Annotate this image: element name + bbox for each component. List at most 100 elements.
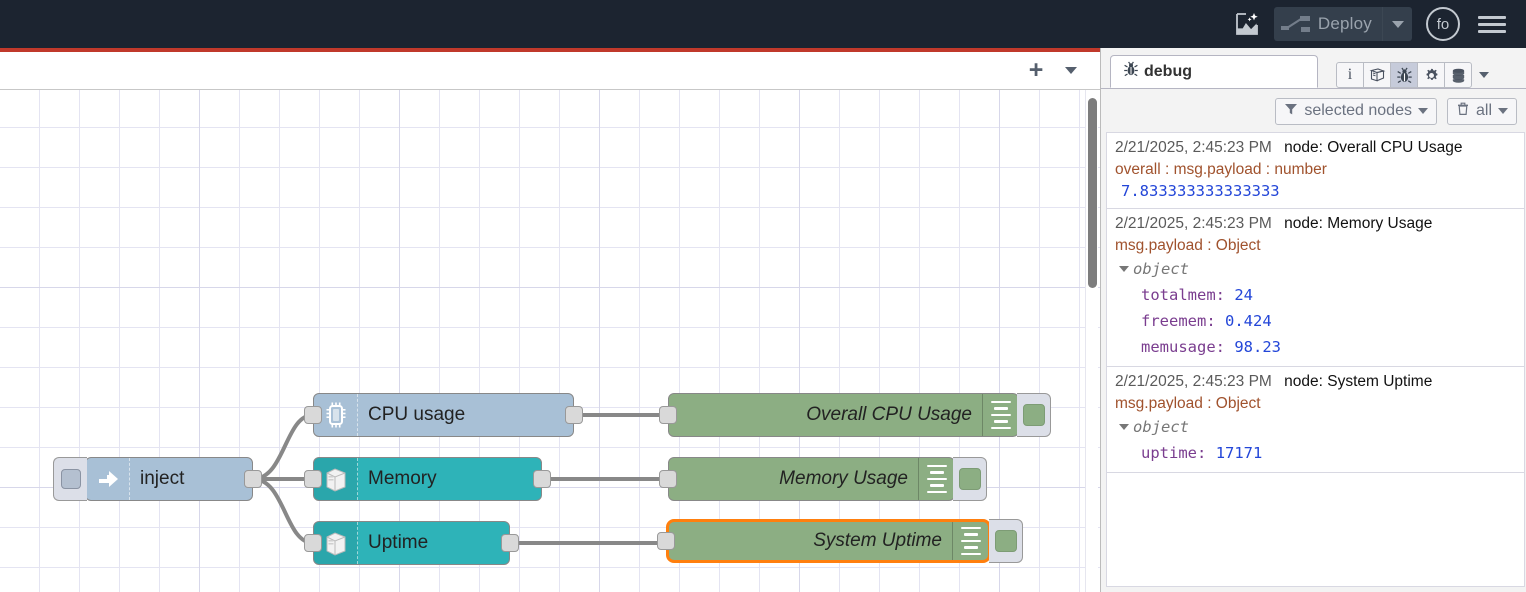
debug-toggle-button[interactable] xyxy=(1017,393,1051,437)
tab-debug-label: debug xyxy=(1144,62,1192,80)
debug-message-time: 2/21/2025, 2:45:23 PM xyxy=(1115,373,1272,390)
node-output-port[interactable] xyxy=(244,470,262,488)
chevron-down-icon xyxy=(1065,67,1077,74)
debug-lines-icon xyxy=(982,394,1018,436)
node-memory-usage[interactable]: Memory Usage xyxy=(659,457,987,501)
server-box-icon xyxy=(314,522,358,564)
sidebar-tool-buttons: i xyxy=(1336,62,1497,88)
context-data-icon[interactable] xyxy=(1444,62,1472,88)
debug-message-node[interactable]: node: System Uptime xyxy=(1284,373,1433,390)
debug-line xyxy=(926,490,947,494)
node-input-port[interactable] xyxy=(304,534,322,552)
debug-line xyxy=(963,533,978,536)
debug-toggle-glyph xyxy=(958,468,981,490)
node-input-port[interactable] xyxy=(657,532,675,550)
node-input-port[interactable] xyxy=(659,470,677,488)
chevron-down-icon xyxy=(1479,72,1489,78)
debug-line xyxy=(990,413,1011,417)
node-output-port[interactable] xyxy=(565,406,583,424)
gear-icon[interactable] xyxy=(1417,62,1445,88)
flow-list-menu-button[interactable] xyxy=(1054,52,1088,90)
object-expand-toggle[interactable]: object xyxy=(1115,414,1516,440)
object-entry: totalmem: 24 xyxy=(1115,282,1516,308)
debug-message[interactable]: 2/21/2025, 2:45:23 PM node: Memory Usage… xyxy=(1107,209,1524,367)
node-overall-cpu-usage[interactable]: Overall CPU Usage xyxy=(659,393,1051,437)
flow-wires xyxy=(251,413,670,545)
sidebar-more-menu-button[interactable] xyxy=(1471,72,1497,78)
chevron-down-icon xyxy=(1498,108,1508,114)
node-label: inject xyxy=(140,468,185,489)
debug-message[interactable]: 2/21/2025, 2:45:23 PM node: Overall CPU … xyxy=(1107,133,1524,209)
debug-lines-icon xyxy=(918,458,954,500)
user-avatar[interactable]: fo xyxy=(1426,7,1460,41)
debug-message[interactable]: 2/21/2025, 2:45:23 PM node: System Uptim… xyxy=(1107,367,1524,473)
status-accent-bar xyxy=(0,48,1100,52)
node-label: System Uptime xyxy=(813,530,942,551)
info-icon[interactable]: i xyxy=(1336,62,1364,88)
node-system-uptime[interactable]: System Uptime xyxy=(657,519,1023,563)
debug-message-value: 7.833333333333333 xyxy=(1121,182,1280,200)
add-flow-button[interactable]: + xyxy=(1028,56,1044,84)
deploy-icon xyxy=(1274,7,1318,41)
debug-line xyxy=(990,400,1011,404)
node-input-port[interactable] xyxy=(659,406,677,424)
debug-line xyxy=(990,426,1011,430)
flow-canvas-area: + xyxy=(0,52,1100,592)
object-key: totalmem xyxy=(1141,286,1216,304)
node-output-port[interactable] xyxy=(501,534,519,552)
inject-trigger-button[interactable] xyxy=(53,457,87,501)
debug-toggle-button[interactable] xyxy=(953,457,987,501)
flow-grid[interactable]: inject xyxy=(0,90,1100,592)
arrow-right-icon xyxy=(86,458,130,500)
deploy-button[interactable]: Deploy xyxy=(1273,7,1412,41)
main-menu-button[interactable] xyxy=(1478,12,1506,37)
flow-sparkle-icon[interactable] xyxy=(1230,7,1264,41)
object-key: uptime xyxy=(1141,444,1197,462)
debug-message-list[interactable]: 2/21/2025, 2:45:23 PM node: Overall CPU … xyxy=(1106,132,1525,587)
node-memory[interactable]: Memory xyxy=(304,457,551,501)
object-key: freemem xyxy=(1141,312,1207,330)
debug-toggle-button[interactable] xyxy=(989,519,1023,563)
sidebar-tab-strip: debug i xyxy=(1101,55,1526,89)
node-cpu-usage[interactable]: CPU usage xyxy=(304,393,583,437)
debug-message-node[interactable]: node: Overall CPU Usage xyxy=(1284,139,1463,156)
node-input-port[interactable] xyxy=(304,470,322,488)
triangle-down-icon xyxy=(1119,266,1129,272)
debug-lines-icon xyxy=(952,522,988,560)
canvas-scrollbar-thumb[interactable] xyxy=(1088,98,1097,288)
debug-line xyxy=(993,407,1008,410)
help-book-icon[interactable] xyxy=(1363,62,1391,88)
chevron-down-icon xyxy=(1417,108,1428,114)
debug-message-header: 2/21/2025, 2:45:23 PM node: Memory Usage xyxy=(1115,213,1516,235)
triangle-down-icon xyxy=(1119,424,1129,430)
node-inject[interactable]: inject xyxy=(53,457,262,501)
debug-line xyxy=(963,546,978,549)
debug-message-topic: overall : msg.payload : number xyxy=(1115,161,1327,178)
object-label: object xyxy=(1133,418,1189,436)
node-output-port[interactable] xyxy=(533,470,551,488)
debug-node-filter-button[interactable]: selected nodes xyxy=(1275,97,1437,125)
debug-line xyxy=(926,464,947,468)
debug-line xyxy=(960,552,981,556)
debug-toggle-glyph xyxy=(1022,404,1045,426)
tab-debug[interactable]: debug xyxy=(1110,55,1318,88)
avatar-initials: fo xyxy=(1436,15,1450,33)
node-uptime[interactable]: Uptime xyxy=(304,521,519,565)
node-input-port[interactable] xyxy=(304,406,322,424)
debug-message-header: 2/21/2025, 2:45:23 PM node: System Uptim… xyxy=(1115,371,1516,393)
object-expand-toggle[interactable]: object xyxy=(1115,256,1516,282)
bug-icon[interactable] xyxy=(1390,62,1418,88)
bug-icon xyxy=(1123,61,1139,82)
cpu-chip-icon xyxy=(314,394,358,436)
node-label: Memory Usage xyxy=(779,468,908,489)
node-label: CPU usage xyxy=(368,404,466,425)
deploy-dropdown-toggle[interactable] xyxy=(1382,7,1412,41)
debug-filter-bar: selected nodes all xyxy=(1101,90,1526,132)
object-entry: uptime: 17171 xyxy=(1115,440,1516,466)
canvas-scrollbar[interactable] xyxy=(1085,90,1098,592)
debug-message-node[interactable]: node: Memory Usage xyxy=(1284,215,1433,232)
debug-line xyxy=(926,477,947,481)
debug-line xyxy=(929,484,944,487)
debug-clear-button[interactable]: all xyxy=(1446,97,1517,125)
